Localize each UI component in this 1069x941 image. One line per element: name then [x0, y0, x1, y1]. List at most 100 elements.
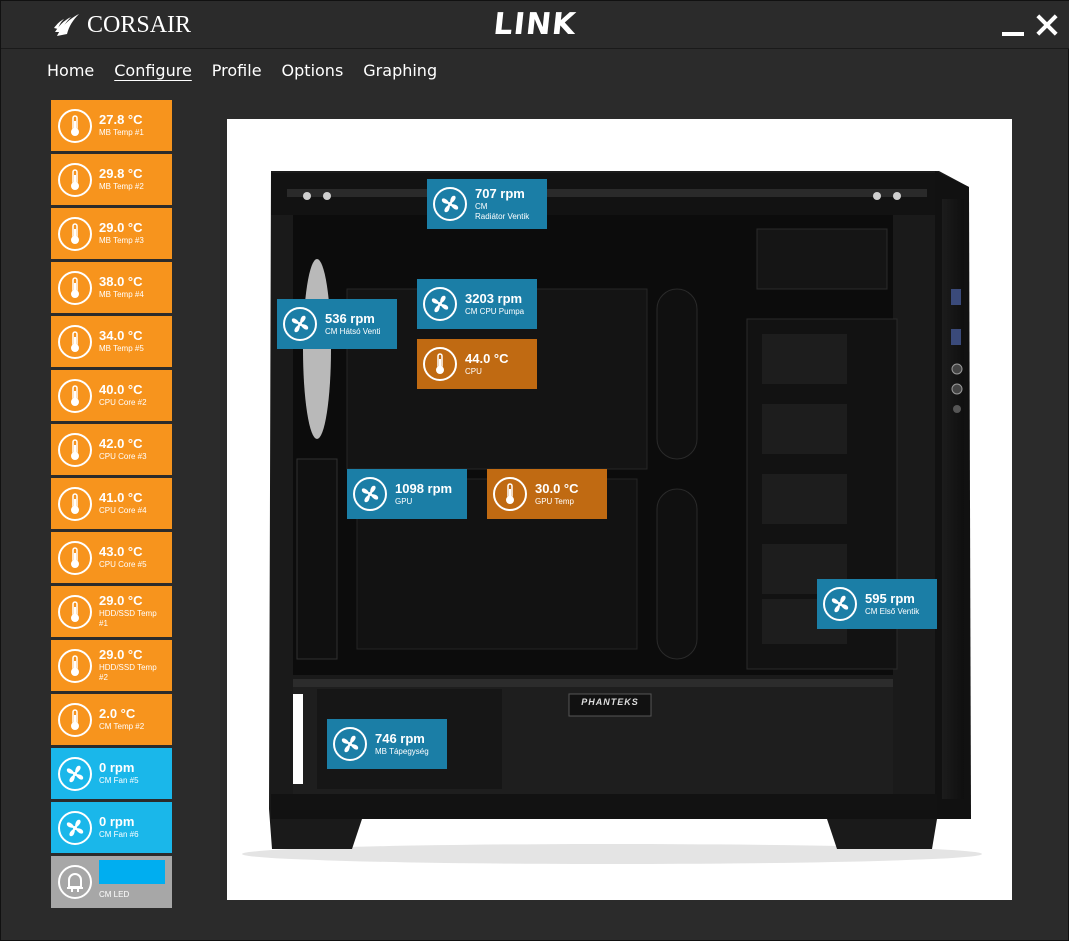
sensor-label: CPU Core #2 — [99, 398, 147, 407]
close-button[interactable] — [1033, 11, 1061, 39]
sensor-label: MB Temp #5 — [99, 344, 144, 353]
sensor-label: MB Tápegység — [375, 746, 429, 756]
sensor-value: 707 rpm — [475, 185, 525, 201]
menu-graphing[interactable]: Graphing — [363, 61, 438, 80]
tile-text: CM LED — [99, 860, 165, 900]
thermometer-icon — [58, 378, 92, 413]
sensor-value: 0 rpm — [99, 814, 135, 829]
brand-logo: CORSAIR — [53, 9, 191, 41]
minimize-button[interactable] — [999, 11, 1027, 39]
sensor-label: CM CPU Pumpa — [465, 306, 525, 316]
sensor-label: GPU Temp — [535, 496, 574, 506]
led-tile[interactable]: CM LED — [51, 856, 172, 908]
menu-options[interactable]: Options — [281, 61, 344, 80]
sensor-label: MB Temp #1 — [99, 128, 144, 137]
menu-configure[interactable]: Configure — [114, 61, 192, 80]
thermometer-icon — [58, 486, 92, 521]
thermometer-icon — [58, 540, 92, 575]
fan-icon — [58, 810, 92, 845]
menu-profile[interactable]: Profile — [211, 61, 262, 80]
sensor-value: 42.0 °C — [99, 436, 143, 451]
sensor-label: CPU — [465, 366, 482, 376]
sensor-sublabel: Radiátor Ventik — [475, 211, 530, 221]
sensor-value: 1098 rpm — [395, 480, 453, 496]
sensor-label: MB Temp #2 — [99, 182, 144, 191]
sensor-value: 0 rpm — [99, 760, 135, 775]
sensor-value: 40.0 °C — [99, 382, 143, 397]
sensor-label: CM Fan #6 — [99, 830, 139, 839]
led-icon — [58, 865, 92, 899]
thermometer-icon — [58, 432, 92, 467]
sensor-label: CM Fan #5 — [99, 776, 139, 785]
sensor-label: CPU Core #3 — [99, 452, 147, 461]
sensor-value: 29.0 °C — [99, 647, 143, 662]
sensor-label: CM Első Ventik — [865, 606, 920, 616]
thermometer-icon — [58, 594, 92, 629]
sensor-value: 595 rpm — [865, 590, 915, 606]
sensor-label: CM — [475, 201, 488, 211]
sensor-value: 29.0 °C — [99, 593, 143, 608]
thermometer-icon — [58, 108, 92, 143]
sails-icon — [54, 14, 79, 36]
fan-icon — [333, 727, 367, 761]
sensor-label: MB Temp #4 — [99, 290, 144, 299]
brand-name: CORSAIR — [87, 11, 192, 38]
sensor-value: 29.8 °C — [99, 166, 143, 181]
fan-icon — [283, 307, 317, 341]
sensor-label: GPU — [395, 496, 413, 506]
fan-icon — [823, 587, 857, 621]
app-title: LINK — [491, 7, 579, 42]
sensor-label: CM Temp #2 — [99, 722, 145, 731]
led-color-swatch[interactable] — [99, 860, 165, 884]
case-badge: PHANTEKS — [581, 697, 639, 707]
sensor-value: 536 rpm — [325, 310, 375, 326]
sensor-label: HDD/SSD Temp #2 — [99, 663, 157, 682]
sensor-value: 43.0 °C — [99, 544, 143, 559]
fan-icon — [423, 287, 457, 321]
title-bar: CORSAIR LINK — [1, 1, 1069, 49]
menu-home[interactable]: Home — [47, 61, 95, 80]
thermometer-icon — [58, 702, 92, 737]
thermometer-icon — [58, 324, 92, 359]
thermometer-icon — [58, 270, 92, 305]
sensor-value: 30.0 °C — [535, 480, 579, 496]
